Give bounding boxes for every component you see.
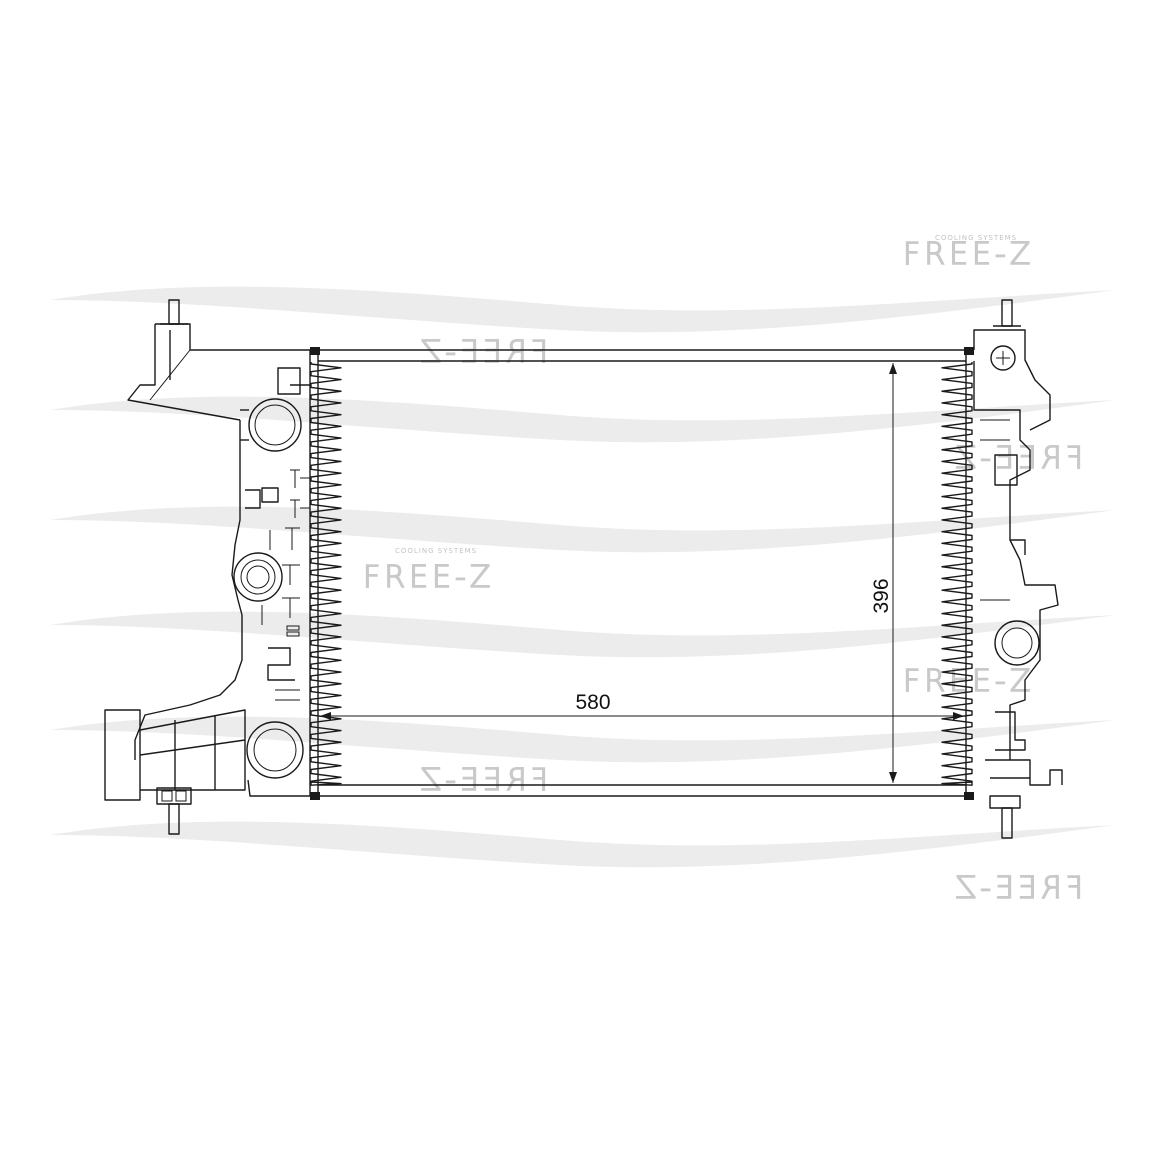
serration-edge [310,362,342,786]
right-tank-serration [941,362,973,786]
svg-text:COOLING SYSTEMS: COOLING SYSTEMS [935,234,1017,242]
left-tank [104,299,311,835]
watermark-logo-center: COOLING SYSTEMS FREE-Z [362,547,494,596]
right-tank [973,299,1063,839]
svg-text:FREE-Z: FREE-Z [363,560,494,595]
serration-edge [941,362,973,786]
svg-text:FREE-Z: FREE-Z [952,871,1083,906]
watermark-logo-mirrored-bottom-right: FREE-Z [951,870,1084,907]
width-dimension: 580 [320,691,964,720]
width-label: 580 [575,691,610,714]
height-label: 396 [870,578,893,613]
svg-text:FREE-Z: FREE-Z [417,763,548,798]
height-dimension: 396 [870,363,897,783]
watermark-logo-mirrored-top: FREE-Z [416,334,549,371]
watermark-logo-top-right: COOLING SYSTEMS FREE-Z [902,234,1034,273]
left-tank-serration [310,362,342,786]
svg-text:FREE-Z: FREE-Z [903,237,1034,272]
svg-text:COOLING SYSTEMS: COOLING SYSTEMS [395,547,477,555]
svg-text:FREE-Z: FREE-Z [417,335,548,370]
watermark-logo-mirrored-bottom-center: FREE-Z [416,762,549,799]
